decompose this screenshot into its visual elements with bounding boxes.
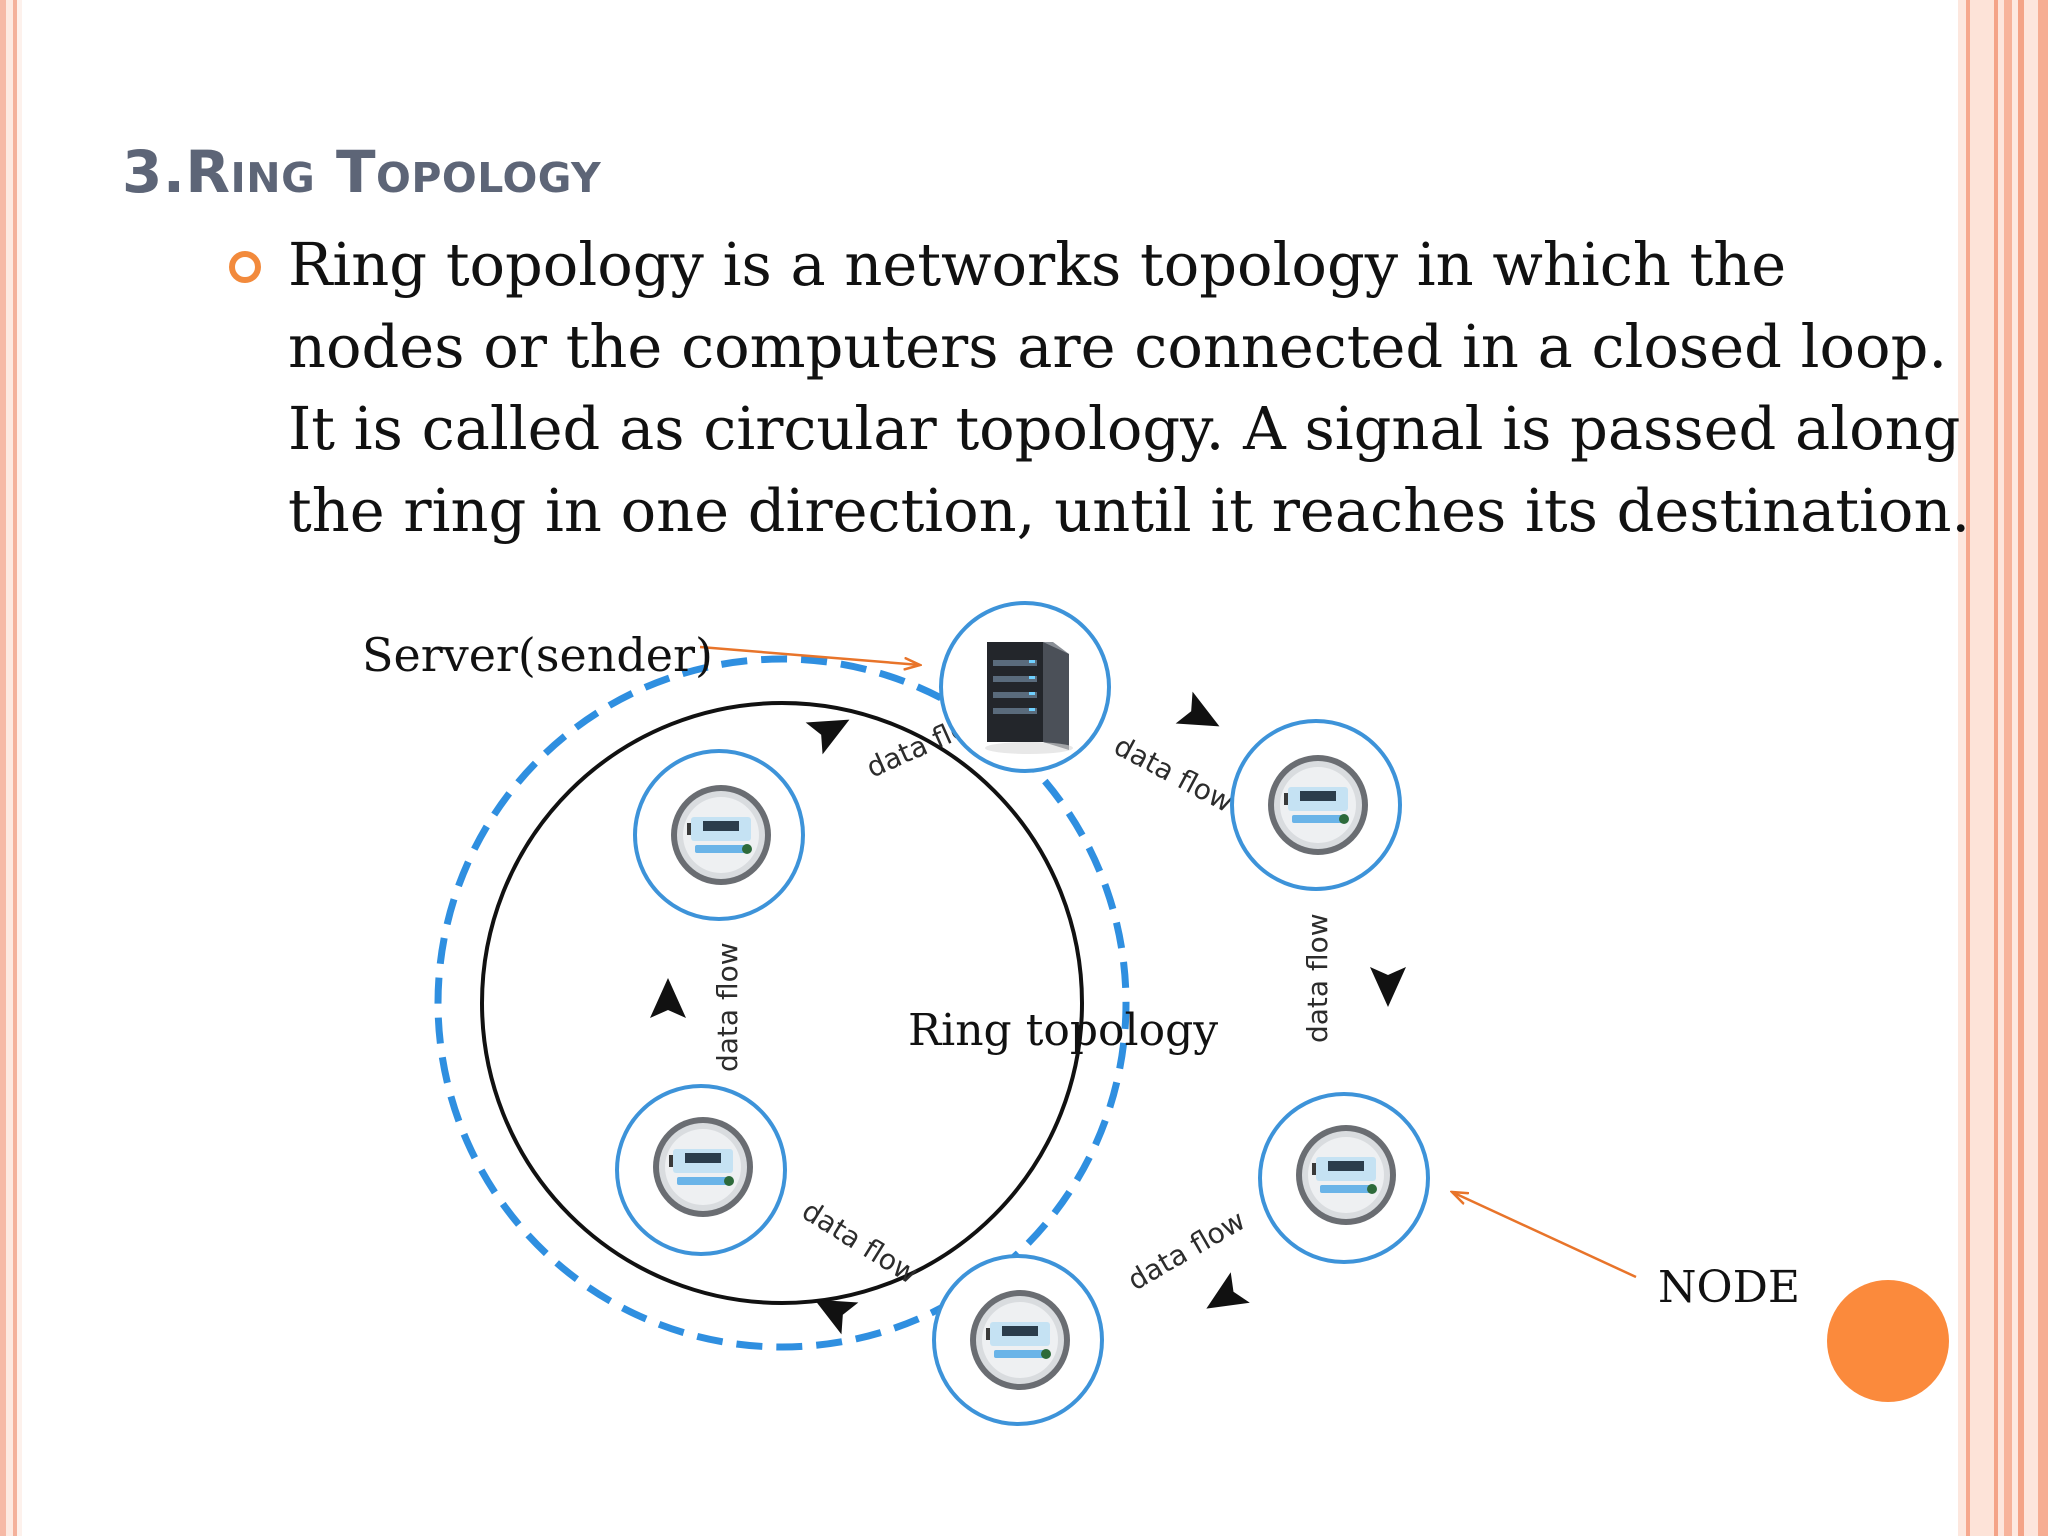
link-label-5: data flow xyxy=(796,1194,923,1291)
flow-arrowhead-1 xyxy=(1175,691,1220,727)
server-tower-icon xyxy=(985,642,1073,754)
electric-meter-icon xyxy=(1268,755,1368,855)
slide-title: 3.Ring Topology xyxy=(122,138,602,206)
accent-dot xyxy=(1827,1280,1949,1402)
flow-arrowhead-6 xyxy=(805,719,850,755)
link-label-6: data flow xyxy=(711,942,744,1072)
electric-meter-icon xyxy=(1296,1125,1396,1225)
flow-arrowhead-5 xyxy=(650,978,686,1018)
bullet-line-4: the ring in one direction, until it reac… xyxy=(288,476,1971,545)
ring-connection-line xyxy=(480,701,1084,1305)
left-border-decoration xyxy=(0,0,22,1536)
node-bottom-left xyxy=(615,1084,787,1256)
server-annotation-arrow xyxy=(699,645,920,665)
flow-arrowhead-3 xyxy=(1206,1272,1250,1309)
flow-arrowhead-2 xyxy=(1370,967,1406,1007)
server-label: Server(sender) xyxy=(362,628,713,682)
bullet-line-3: It is called as circular topology. A sig… xyxy=(288,394,1961,463)
dashed-flow-ring xyxy=(434,655,1130,1351)
bullet-circle-icon xyxy=(229,251,261,283)
center-label: Ring topology xyxy=(908,1005,1219,1056)
node-bottom-right xyxy=(1258,1092,1430,1264)
node-annotation-arrow xyxy=(1452,1192,1637,1279)
flow-arrowhead-4 xyxy=(814,1299,859,1335)
node-label: NODE xyxy=(1658,1262,1800,1313)
bullet-line-1: Ring topology is a networks topology in … xyxy=(288,230,1787,299)
electric-meter-icon xyxy=(970,1290,1070,1390)
link-label-2: data flow xyxy=(1109,729,1239,819)
electric-meter-icon xyxy=(671,785,771,885)
node-bottom xyxy=(932,1254,1104,1426)
electric-meter-icon xyxy=(653,1117,753,1217)
bullet-text: Ring topology is a networks topology in … xyxy=(288,224,1971,552)
node-top-right xyxy=(1230,719,1402,891)
right-border-decoration xyxy=(1958,0,2048,1536)
link-label-3: data flow xyxy=(1301,913,1334,1043)
node-top-left xyxy=(633,749,805,921)
server-node xyxy=(939,601,1111,773)
bullet-line-2: nodes or the computers are connected in … xyxy=(288,312,1948,381)
